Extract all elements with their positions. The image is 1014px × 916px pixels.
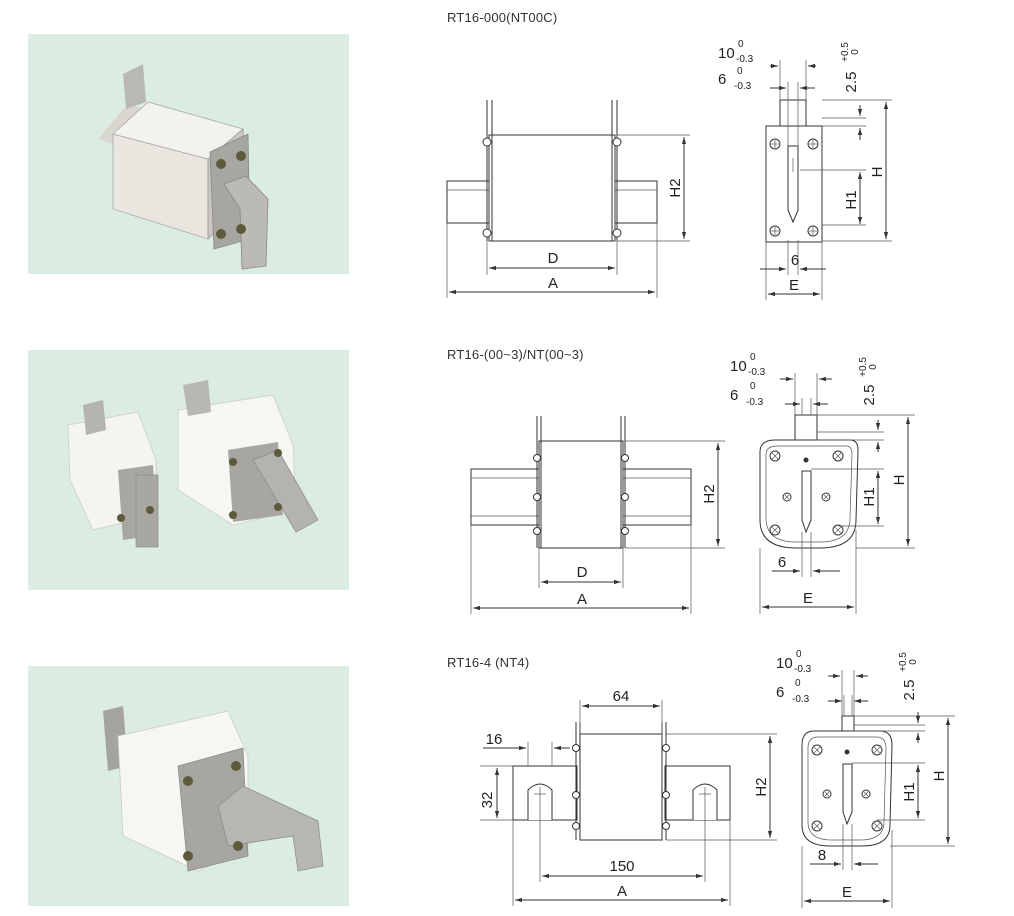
row1-E-label: E [789,277,799,294]
row1-D-label: D [548,250,559,267]
row3-six-dn: -0.3 [792,694,810,705]
row3-ten-value: 10 [776,655,793,672]
row1-tol-up: +0.5 [840,42,851,62]
row2-six-up: 0 [750,381,756,392]
row2-title: RT16-(00~3)/NT(00~3) [447,347,584,362]
row1-six-dn: -0.3 [734,81,752,92]
fuse-photo-nt00-3 [28,350,349,590]
row3-title: RT16-4 (NT4) [447,655,530,670]
row3-front-view: 64 H2 16 32 150 A [479,688,777,906]
row1-H-label: H [869,167,886,178]
fuse-photo-nt00c [28,34,349,274]
row1-tol-value: 2.5 [843,72,860,93]
row3-16-label: 16 [486,731,503,748]
row2-E-label: E [803,590,813,607]
row2-six-dn: -0.3 [746,397,764,408]
row1-H1-label: H1 [843,190,860,209]
row2-A-label: A [577,591,587,608]
row2-tol-dn: 0 [868,364,879,370]
row2-H1-label: H1 [861,487,878,506]
row1-ten-up: 0 [738,39,744,50]
row3-H1-label: H1 [901,782,918,801]
row3-tol-up: +0.5 [898,652,909,672]
row2-six-value: 6 [730,387,738,404]
row1-H2-label: H2 [667,178,684,197]
row2-ten-dn: -0.3 [748,367,766,378]
row1-ten-dn: -0.3 [736,54,754,65]
row3-side-view: E 8 H H1 2.5 +0.5 0 10 0 -0.3 6 0 -0.3 [776,649,955,908]
row2-H-label: H [891,475,908,486]
fuse-nt00c-image [98,64,269,270]
row1-6-bottom: 6 [791,252,799,269]
row3-32-label: 32 [479,792,496,809]
row3-six-up: 0 [795,678,801,689]
row3-64-label: 64 [613,688,630,705]
row3-8-bottom: 8 [818,847,826,864]
row3-six-value: 6 [776,684,784,701]
row2-front-view: H2 D A [470,416,725,614]
fuse-nt00-3-image [67,380,319,548]
row3-H-label: H [931,771,948,782]
row3-150-label: 150 [609,858,634,875]
row3-ten-up: 0 [796,649,802,660]
row1-six-up: 0 [737,66,743,77]
row2-tol-up: +0.5 [858,357,869,377]
row2-ten-value: 10 [730,358,747,375]
fuse-photo-nt4 [28,666,349,906]
row3-tol-dn: 0 [908,659,919,665]
row1-front-view: H2 D A [446,100,690,298]
row2-side-view: E 6 H H1 2.5 +0.5 0 10 0 -0.3 6 0 -0.3 [730,352,915,614]
row2-tol-value: 2.5 [861,385,878,406]
row1-six-value: 6 [718,71,726,88]
row3-tol-value: 2.5 [901,680,918,701]
row3-H2-label: H2 [753,777,770,796]
row2-H2-label: H2 [701,484,718,503]
row2-ten-up: 0 [750,352,756,363]
row1-tol-dn: 0 [850,49,861,55]
row1-title: RT16-000(NT00C) [447,10,558,25]
row1-A-label: A [548,275,558,292]
row2-6-bottom: 6 [778,554,786,571]
row1-ten-value: 10 [718,45,735,62]
fuse-nt4-image [103,706,324,872]
row3-E-label: E [842,884,852,901]
row3-ten-dn: -0.3 [794,664,812,675]
row2-D-label: D [577,564,588,581]
row3-A-label: A [617,883,627,900]
row1-side-view: E 6 H H1 2.5 +0.5 0 10 0 -0.3 6 0 -0.3 [718,39,892,300]
